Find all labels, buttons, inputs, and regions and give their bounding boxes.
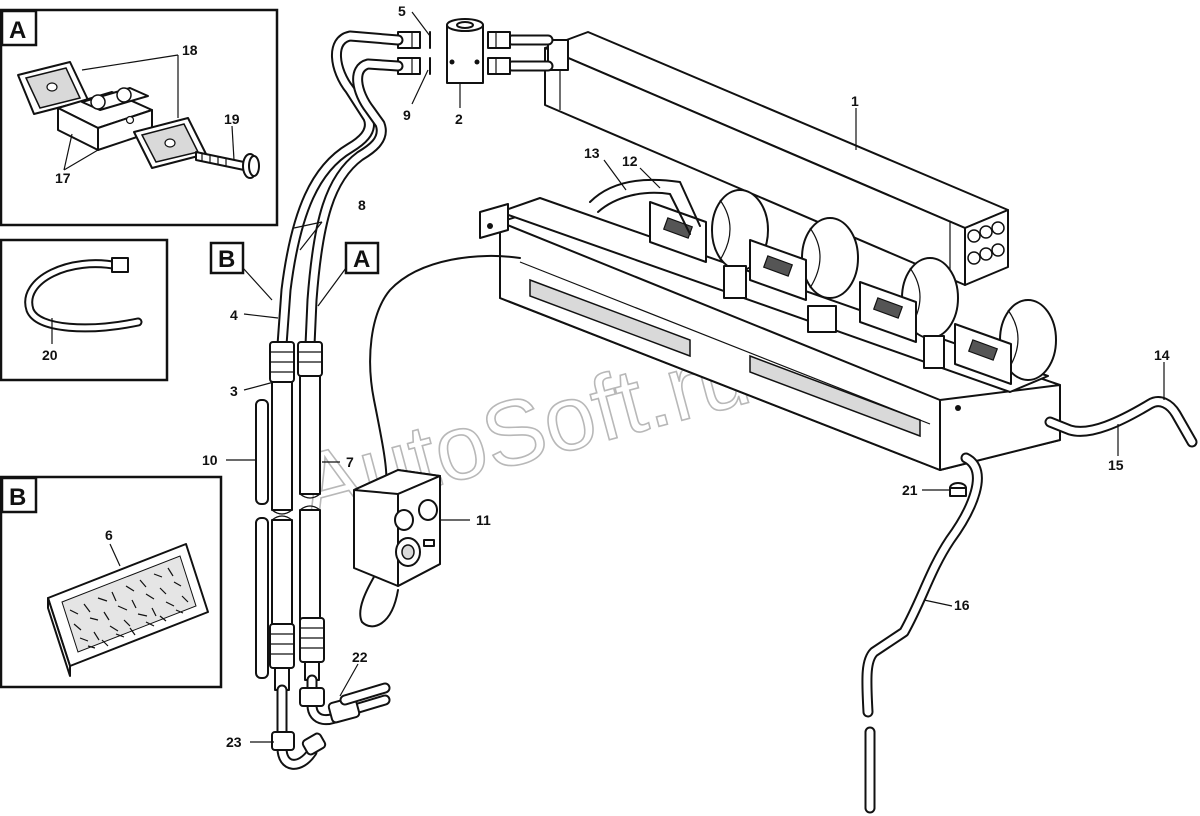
label-12: 12	[622, 153, 638, 169]
label-16: 16	[954, 597, 970, 613]
callout-b: B	[209, 241, 273, 301]
label-5: 5	[398, 3, 406, 19]
flange-bolt	[195, 151, 260, 179]
label-23: 23	[226, 734, 242, 750]
label-22: 22	[352, 649, 368, 665]
label-17: 17	[55, 170, 71, 186]
lower-fittings	[271, 687, 361, 756]
label-8: 8	[358, 197, 366, 213]
svg-text:A: A	[353, 246, 370, 273]
label-9: 9	[403, 107, 411, 123]
label-21: 21	[902, 482, 918, 498]
label-14: 14	[1154, 347, 1170, 363]
label-7: 7	[346, 454, 354, 470]
blower-unit-frame	[479, 189, 1061, 471]
hose-pipes-vertical	[255, 375, 321, 679]
control-panel	[353, 469, 441, 587]
label-18: 18	[182, 42, 198, 58]
label-6: 6	[105, 527, 113, 543]
label-4: 4	[230, 307, 238, 323]
valve-fittings-left	[397, 31, 431, 75]
callout-a: A	[317, 241, 380, 307]
label-20: 20	[42, 347, 58, 363]
insulation-strip	[47, 543, 209, 677]
label-19: 19	[224, 111, 240, 127]
valve-fittings-right	[487, 31, 511, 75]
expansion-valve	[446, 18, 484, 84]
pipe-clamp	[57, 87, 153, 151]
label-10: 10	[202, 452, 218, 468]
inset-cable-tie: 20	[0, 238, 169, 382]
inset-b-panel: B 6	[0, 475, 223, 689]
motor-brackets	[649, 201, 1012, 385]
svg-text:B: B	[218, 246, 235, 273]
label-13: 13	[584, 145, 600, 161]
label-1: 1	[851, 93, 859, 109]
label-3: 3	[230, 383, 238, 399]
label-15: 15	[1108, 457, 1124, 473]
inset-a-panel: A	[0, 8, 279, 227]
label-11: 11	[476, 512, 491, 528]
inset-a-tag: A	[9, 17, 26, 44]
rubber-pad-right	[133, 117, 207, 169]
inset-b-tag: B	[9, 484, 26, 511]
label-2: 2	[455, 111, 463, 127]
evaporator-core	[544, 31, 1009, 286]
